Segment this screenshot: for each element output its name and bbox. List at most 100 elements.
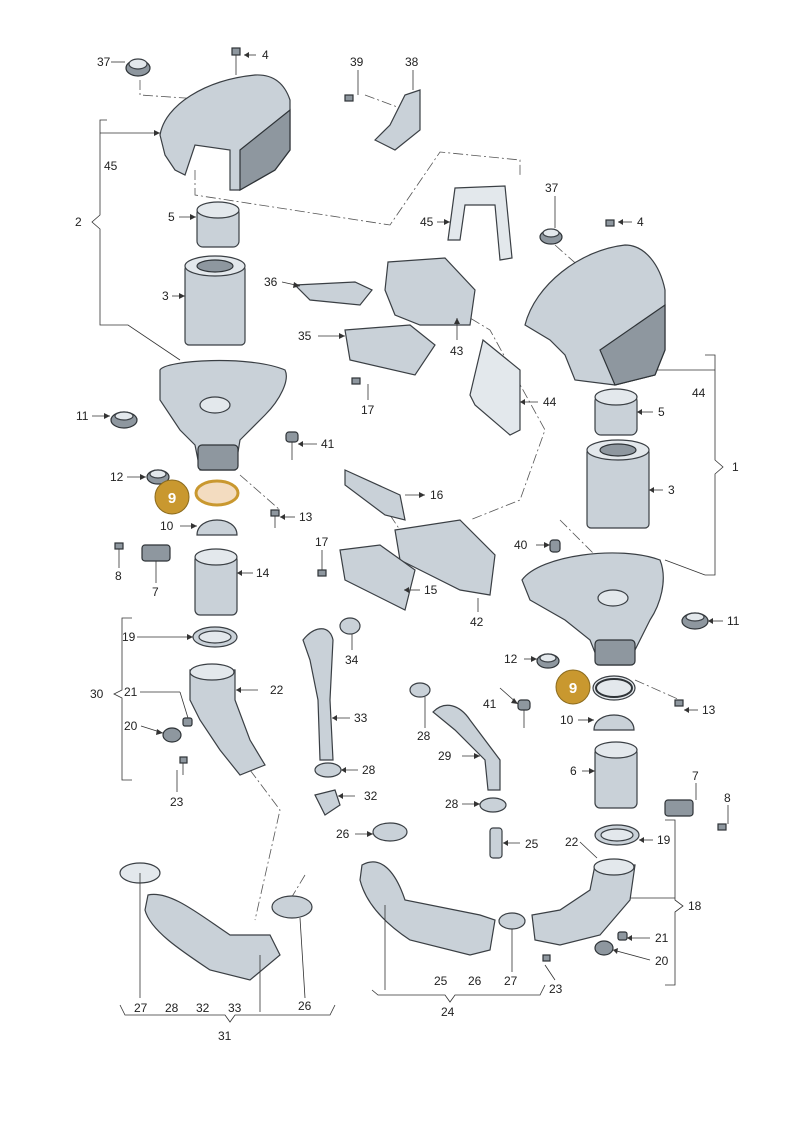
label-24: 24 xyxy=(441,1005,455,1019)
label-33-left: 33 xyxy=(228,1001,242,1015)
part-13-screw-right xyxy=(674,699,684,707)
label-16: 16 xyxy=(430,488,444,502)
label-23-left: 23 xyxy=(170,795,184,809)
part-28-clamp-b xyxy=(409,682,431,698)
part-26-clamp-center xyxy=(372,822,408,842)
part-21-pin-right xyxy=(617,931,628,941)
part-43-duct xyxy=(384,257,476,326)
label-28-center-a: 28 xyxy=(362,763,376,777)
part-40-pin xyxy=(549,539,561,553)
part-8-screw-left xyxy=(114,542,124,558)
label-1: 1 xyxy=(732,460,739,474)
label-8-right: 8 xyxy=(724,791,731,805)
label-22-left: 22 xyxy=(270,683,284,697)
part-5-sleeve-left xyxy=(196,201,240,248)
label-14-left: 14 xyxy=(256,566,270,580)
leader-lines xyxy=(92,52,729,1012)
part-24-hose xyxy=(359,861,496,956)
part-4-screw-left xyxy=(231,47,241,75)
label-15: 15 xyxy=(424,583,438,597)
part-35-tray xyxy=(344,324,436,376)
label-5-right: 5 xyxy=(658,405,665,419)
label-45-left: 45 xyxy=(104,159,118,173)
part-8-screw-right xyxy=(717,823,727,831)
label-3-left: 3 xyxy=(162,289,169,303)
label-10-right: 10 xyxy=(560,713,574,727)
part-23-screw-right xyxy=(542,954,551,962)
label-18: 18 xyxy=(688,899,702,913)
part-1-housing-right xyxy=(521,552,664,666)
label-7-left: 7 xyxy=(152,585,159,599)
part-17-screw-center-top xyxy=(351,377,361,385)
label-31: 31 xyxy=(218,1029,232,1043)
label-43: 43 xyxy=(450,344,464,358)
label-13-right: 13 xyxy=(702,703,716,717)
part-41-pin-left xyxy=(285,431,299,460)
part-5-sleeve-right xyxy=(594,388,638,436)
part-17-screw-center xyxy=(317,569,327,577)
label-28-center-c: 28 xyxy=(445,797,459,811)
label-12-right: 12 xyxy=(504,652,518,666)
label-25: 25 xyxy=(525,837,539,851)
label-21-right: 21 xyxy=(655,931,669,945)
label-11-right: 11 xyxy=(727,614,740,628)
part-44-cover-right xyxy=(524,244,666,386)
part-20-grommet-right xyxy=(594,940,614,956)
label-40: 40 xyxy=(514,538,528,552)
label-44-center: 44 xyxy=(543,395,557,409)
part-28-clamp-a xyxy=(314,762,342,778)
part-25-connector xyxy=(489,827,503,859)
part-2-housing-left xyxy=(159,359,287,471)
part-32-tee xyxy=(314,789,341,816)
part-41-pin-right xyxy=(517,699,531,728)
part-7-sensor-right xyxy=(664,799,694,817)
label-10-left: 10 xyxy=(160,519,174,533)
label-8-left: 8 xyxy=(115,569,122,583)
label-27-center: 27 xyxy=(504,974,518,988)
part-22-elbow-left xyxy=(189,663,266,776)
part-39-screw xyxy=(344,94,354,102)
label-21-left: 21 xyxy=(124,685,138,699)
label-19-left: 19 xyxy=(122,630,136,644)
part-34-clamp xyxy=(339,617,361,635)
part-21-pin-left xyxy=(182,717,193,727)
highlight-badge-9-left[interactable]: 9 xyxy=(154,479,190,515)
part-10-cap-right xyxy=(593,714,635,731)
label-37-left: 37 xyxy=(97,55,111,69)
part-4-screw-right xyxy=(605,219,615,227)
part-37-grommet-right xyxy=(539,228,563,245)
label-26-left: 26 xyxy=(298,999,312,1013)
label-32-left: 32 xyxy=(196,1001,210,1015)
label-41-right: 41 xyxy=(483,697,497,711)
label-17-top: 17 xyxy=(361,403,375,417)
label-20-left: 20 xyxy=(124,719,138,733)
highlight-badge-9-right[interactable]: 9 xyxy=(555,669,591,705)
part-37-grommet-left xyxy=(125,58,151,77)
part-28-clamp-c xyxy=(479,797,507,813)
part-29-hose xyxy=(432,704,501,791)
label-22-right: 22 xyxy=(565,835,579,849)
label-39: 39 xyxy=(350,55,364,69)
label-6-right: 6 xyxy=(570,764,577,778)
label-30: 30 xyxy=(90,687,104,701)
part-11-grommet-right xyxy=(681,612,709,630)
label-27-left: 27 xyxy=(134,1001,148,1015)
label-26-bottom: 26 xyxy=(468,974,482,988)
part-38-bracket xyxy=(373,89,421,151)
svg-text:9: 9 xyxy=(168,490,176,507)
label-33-center: 33 xyxy=(354,711,368,725)
part-20-grommet-left xyxy=(162,727,182,743)
label-3-right: 3 xyxy=(668,483,675,497)
part-10-cap-left xyxy=(196,519,238,536)
label-38: 38 xyxy=(405,55,419,69)
label-11-left: 11 xyxy=(76,409,89,423)
part-44-frame xyxy=(469,338,521,436)
part-23-screw-left xyxy=(179,756,188,775)
label-20-right: 20 xyxy=(655,954,669,968)
part-18-elbow-right xyxy=(531,858,636,946)
part-3-filter-left xyxy=(184,255,246,346)
label-19-right: 19 xyxy=(657,833,671,847)
part-36-strip xyxy=(293,281,373,306)
bracket-lines xyxy=(91,119,724,1023)
